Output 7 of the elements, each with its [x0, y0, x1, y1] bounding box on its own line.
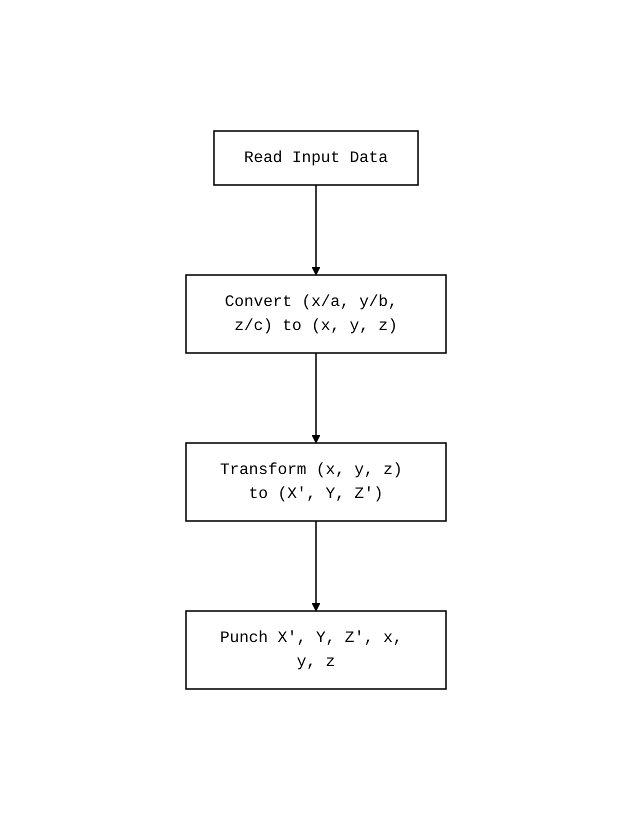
node-box: Convert (x/a, y/b, z/c) to (x, y, z) — [185, 274, 447, 354]
node-box: Transform (x, y, z) to (X', Y, Z') — [185, 442, 447, 522]
node-box: Read Input Data — [213, 130, 419, 186]
node-box: Punch X', Y, Z', x, y, z — [185, 610, 447, 690]
arrow — [312, 352, 320, 443]
arrow — [312, 184, 320, 275]
arrow — [312, 520, 320, 611]
